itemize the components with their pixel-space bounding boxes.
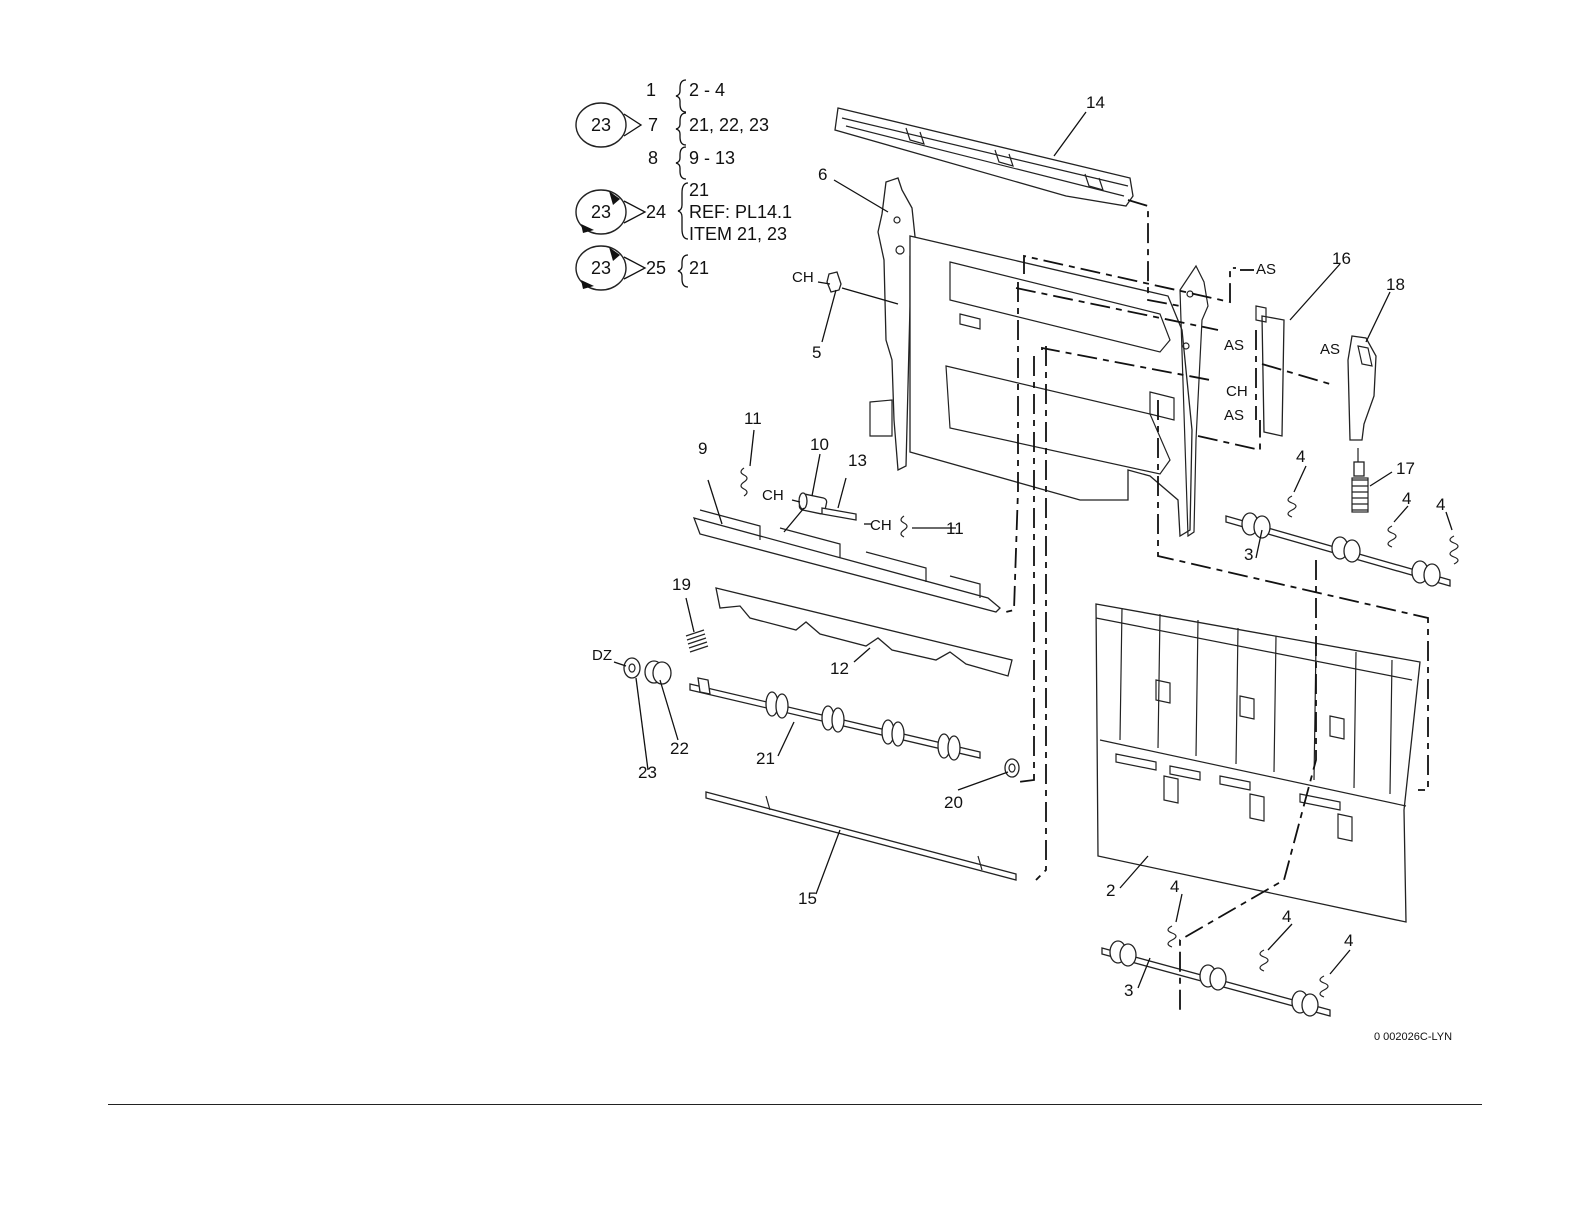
- callout-4-b: 4: [1402, 489, 1411, 508]
- callout-23: 23: [638, 763, 657, 782]
- badge-23-marked: 23: [576, 190, 645, 234]
- callout-16: 16: [1332, 249, 1351, 268]
- legend-range-24-line3: ITEM 21, 23: [689, 224, 787, 244]
- legend-badge-25: 23: [591, 258, 611, 278]
- legend-brace-24: [678, 183, 688, 239]
- code-as-4: AS: [1224, 407, 1244, 424]
- callout-4-a: 4: [1296, 447, 1305, 466]
- main-back-frame: [910, 236, 1208, 536]
- legend-range-8: 9 - 13: [689, 148, 735, 168]
- callout-19: 19: [672, 575, 691, 594]
- legend-item-25: 25: [646, 258, 666, 278]
- callout-17: 17: [1396, 459, 1415, 478]
- legend-brace-8: [676, 147, 686, 179]
- legend-item-24: 24: [646, 202, 666, 222]
- part-2-chute: [1096, 604, 1420, 922]
- part-5-clip: [827, 272, 841, 292]
- callout-10: 10: [810, 435, 829, 454]
- callout-11-right: 11: [946, 519, 964, 538]
- part-13-shaft: [822, 508, 856, 520]
- callout-3-lower: 3: [1124, 981, 1133, 1000]
- part-15-rod: [706, 792, 1016, 880]
- legend-brace-1: [676, 80, 686, 112]
- badge-23-plain: 23: [576, 103, 641, 147]
- callout-6: 6: [818, 165, 827, 184]
- callout-21: 21: [756, 749, 775, 768]
- callout-4-d: 4: [1170, 877, 1179, 896]
- callout-4-c: 4: [1436, 495, 1445, 514]
- part-3-pinch-shaft-upper: [1226, 513, 1450, 586]
- code-ch-4: CH: [870, 517, 892, 534]
- callout-13: 13: [848, 451, 867, 470]
- code-as-2: AS: [1224, 337, 1244, 354]
- callout-3-upper: 3: [1244, 545, 1253, 564]
- callout-2: 2: [1106, 881, 1115, 900]
- legend-item-1: 1: [646, 80, 656, 100]
- callout-22: 22: [670, 739, 689, 758]
- legend-badge-24: 23: [591, 202, 611, 222]
- callout-20: 20: [944, 793, 963, 812]
- legend-brace-7: [676, 113, 686, 145]
- badge-23-marked-2: 23: [576, 246, 645, 290]
- callout-12: 12: [830, 659, 849, 678]
- code-ch-1: CH: [792, 269, 814, 286]
- legend-item-8: 8: [648, 148, 658, 168]
- legend-range-1: 2 - 4: [689, 80, 725, 100]
- part-19-spring: [686, 630, 708, 652]
- legend-range-24-line1: 21: [689, 180, 709, 200]
- part-18-actuator: [1348, 336, 1376, 440]
- code-ch-3: CH: [762, 487, 784, 504]
- callout-5: 5: [812, 343, 821, 362]
- figure-id: 0 002026C-LYN: [1374, 1031, 1452, 1043]
- part-16-bracket: [1256, 306, 1284, 436]
- legend-range-7: 21, 22, 23: [689, 115, 769, 135]
- legend-range-24-line2: REF: PL14.1: [689, 202, 792, 222]
- callout-11-left: 11: [744, 409, 762, 428]
- legend-item-7: 7: [648, 115, 658, 135]
- part-20-bearing: [1005, 759, 1019, 777]
- callout-9: 9: [698, 439, 707, 458]
- part-17-spring: [1352, 448, 1368, 512]
- part-21-drive-shaft: [690, 678, 980, 760]
- callout-4-f: 4: [1344, 931, 1353, 950]
- callout-14: 14: [1086, 93, 1105, 112]
- code-as-1: AS: [1256, 261, 1276, 278]
- part-22-roller: [645, 661, 671, 684]
- part-3-pinch-shaft-lower: [1102, 941, 1330, 1016]
- callout-4-e: 4: [1282, 907, 1291, 926]
- part-14-upper-guide: [835, 108, 1133, 206]
- code-ch-2: CH: [1226, 383, 1248, 400]
- code-dz: DZ: [592, 647, 612, 664]
- part-23-bearing: [624, 658, 640, 678]
- legend-range-25: 21: [689, 258, 709, 278]
- legend-brace-25: [678, 255, 688, 287]
- code-as-3: AS: [1320, 341, 1340, 358]
- callout-18: 18: [1386, 275, 1405, 294]
- page-footer-rule: [108, 1104, 1482, 1105]
- callout-15: 15: [798, 889, 817, 908]
- legend: 1 2 - 4 23 7 21, 22, 23 8 9 - 13 23 24 2…: [576, 80, 792, 290]
- legend-badge-2: 23: [591, 115, 611, 135]
- part-6-left-frame: [870, 178, 916, 470]
